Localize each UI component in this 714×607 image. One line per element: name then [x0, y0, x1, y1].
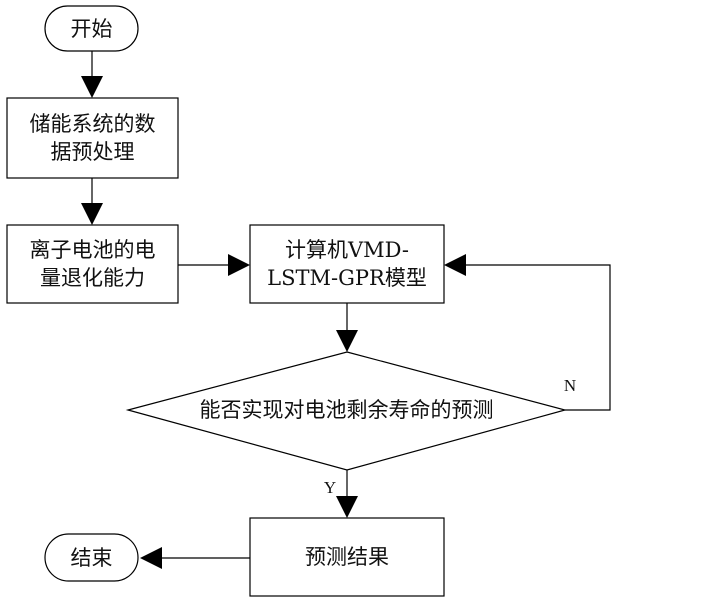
- arrowhead-icon: [81, 203, 103, 225]
- branch-label-no: N: [563, 376, 577, 395]
- start-text: 开始: [70, 16, 113, 41]
- model-box: [249, 224, 445, 304]
- arrowhead-icon: [336, 496, 358, 518]
- arrowhead-icon: [81, 76, 103, 98]
- end-text: 结束: [70, 545, 113, 570]
- capacity-box: [6, 224, 179, 304]
- end-terminal: [44, 533, 139, 582]
- arrowhead-icon: [140, 547, 162, 569]
- edge-decision-no-loop: [466, 264, 611, 411]
- result-label: 预测结果: [250, 518, 444, 596]
- model-label: 计算机VMD- LSTM-GPR模型: [250, 225, 444, 303]
- end-label: 结束: [45, 534, 138, 581]
- start-label: 开始: [45, 6, 138, 51]
- preprocess-box: [6, 97, 179, 179]
- model-line2: LSTM-GPR模型: [267, 266, 427, 290]
- result-text: 预测结果: [305, 545, 389, 569]
- preprocess-line1: 储能系统的数: [29, 112, 156, 136]
- preprocess-label: 储能系统的数 据预处理: [7, 98, 178, 178]
- preprocess-line2: 据预处理: [50, 140, 135, 164]
- decision-text: 能否实现对电池剩余寿命的预测: [199, 398, 494, 422]
- arrowhead-icon: [444, 254, 466, 276]
- model-line1: 计算机VMD-: [285, 238, 409, 262]
- decision-label: 能否实现对电池剩余寿命的预测: [128, 396, 565, 424]
- arrowhead-icon: [228, 254, 250, 276]
- capacity-label: 离子电池的电 量退化能力: [7, 225, 178, 303]
- capacity-line2: 量退化能力: [40, 266, 145, 290]
- arrowhead-icon: [336, 330, 358, 352]
- capacity-line1: 离子电池的电: [29, 238, 156, 262]
- branch-label-yes: Y: [323, 478, 337, 497]
